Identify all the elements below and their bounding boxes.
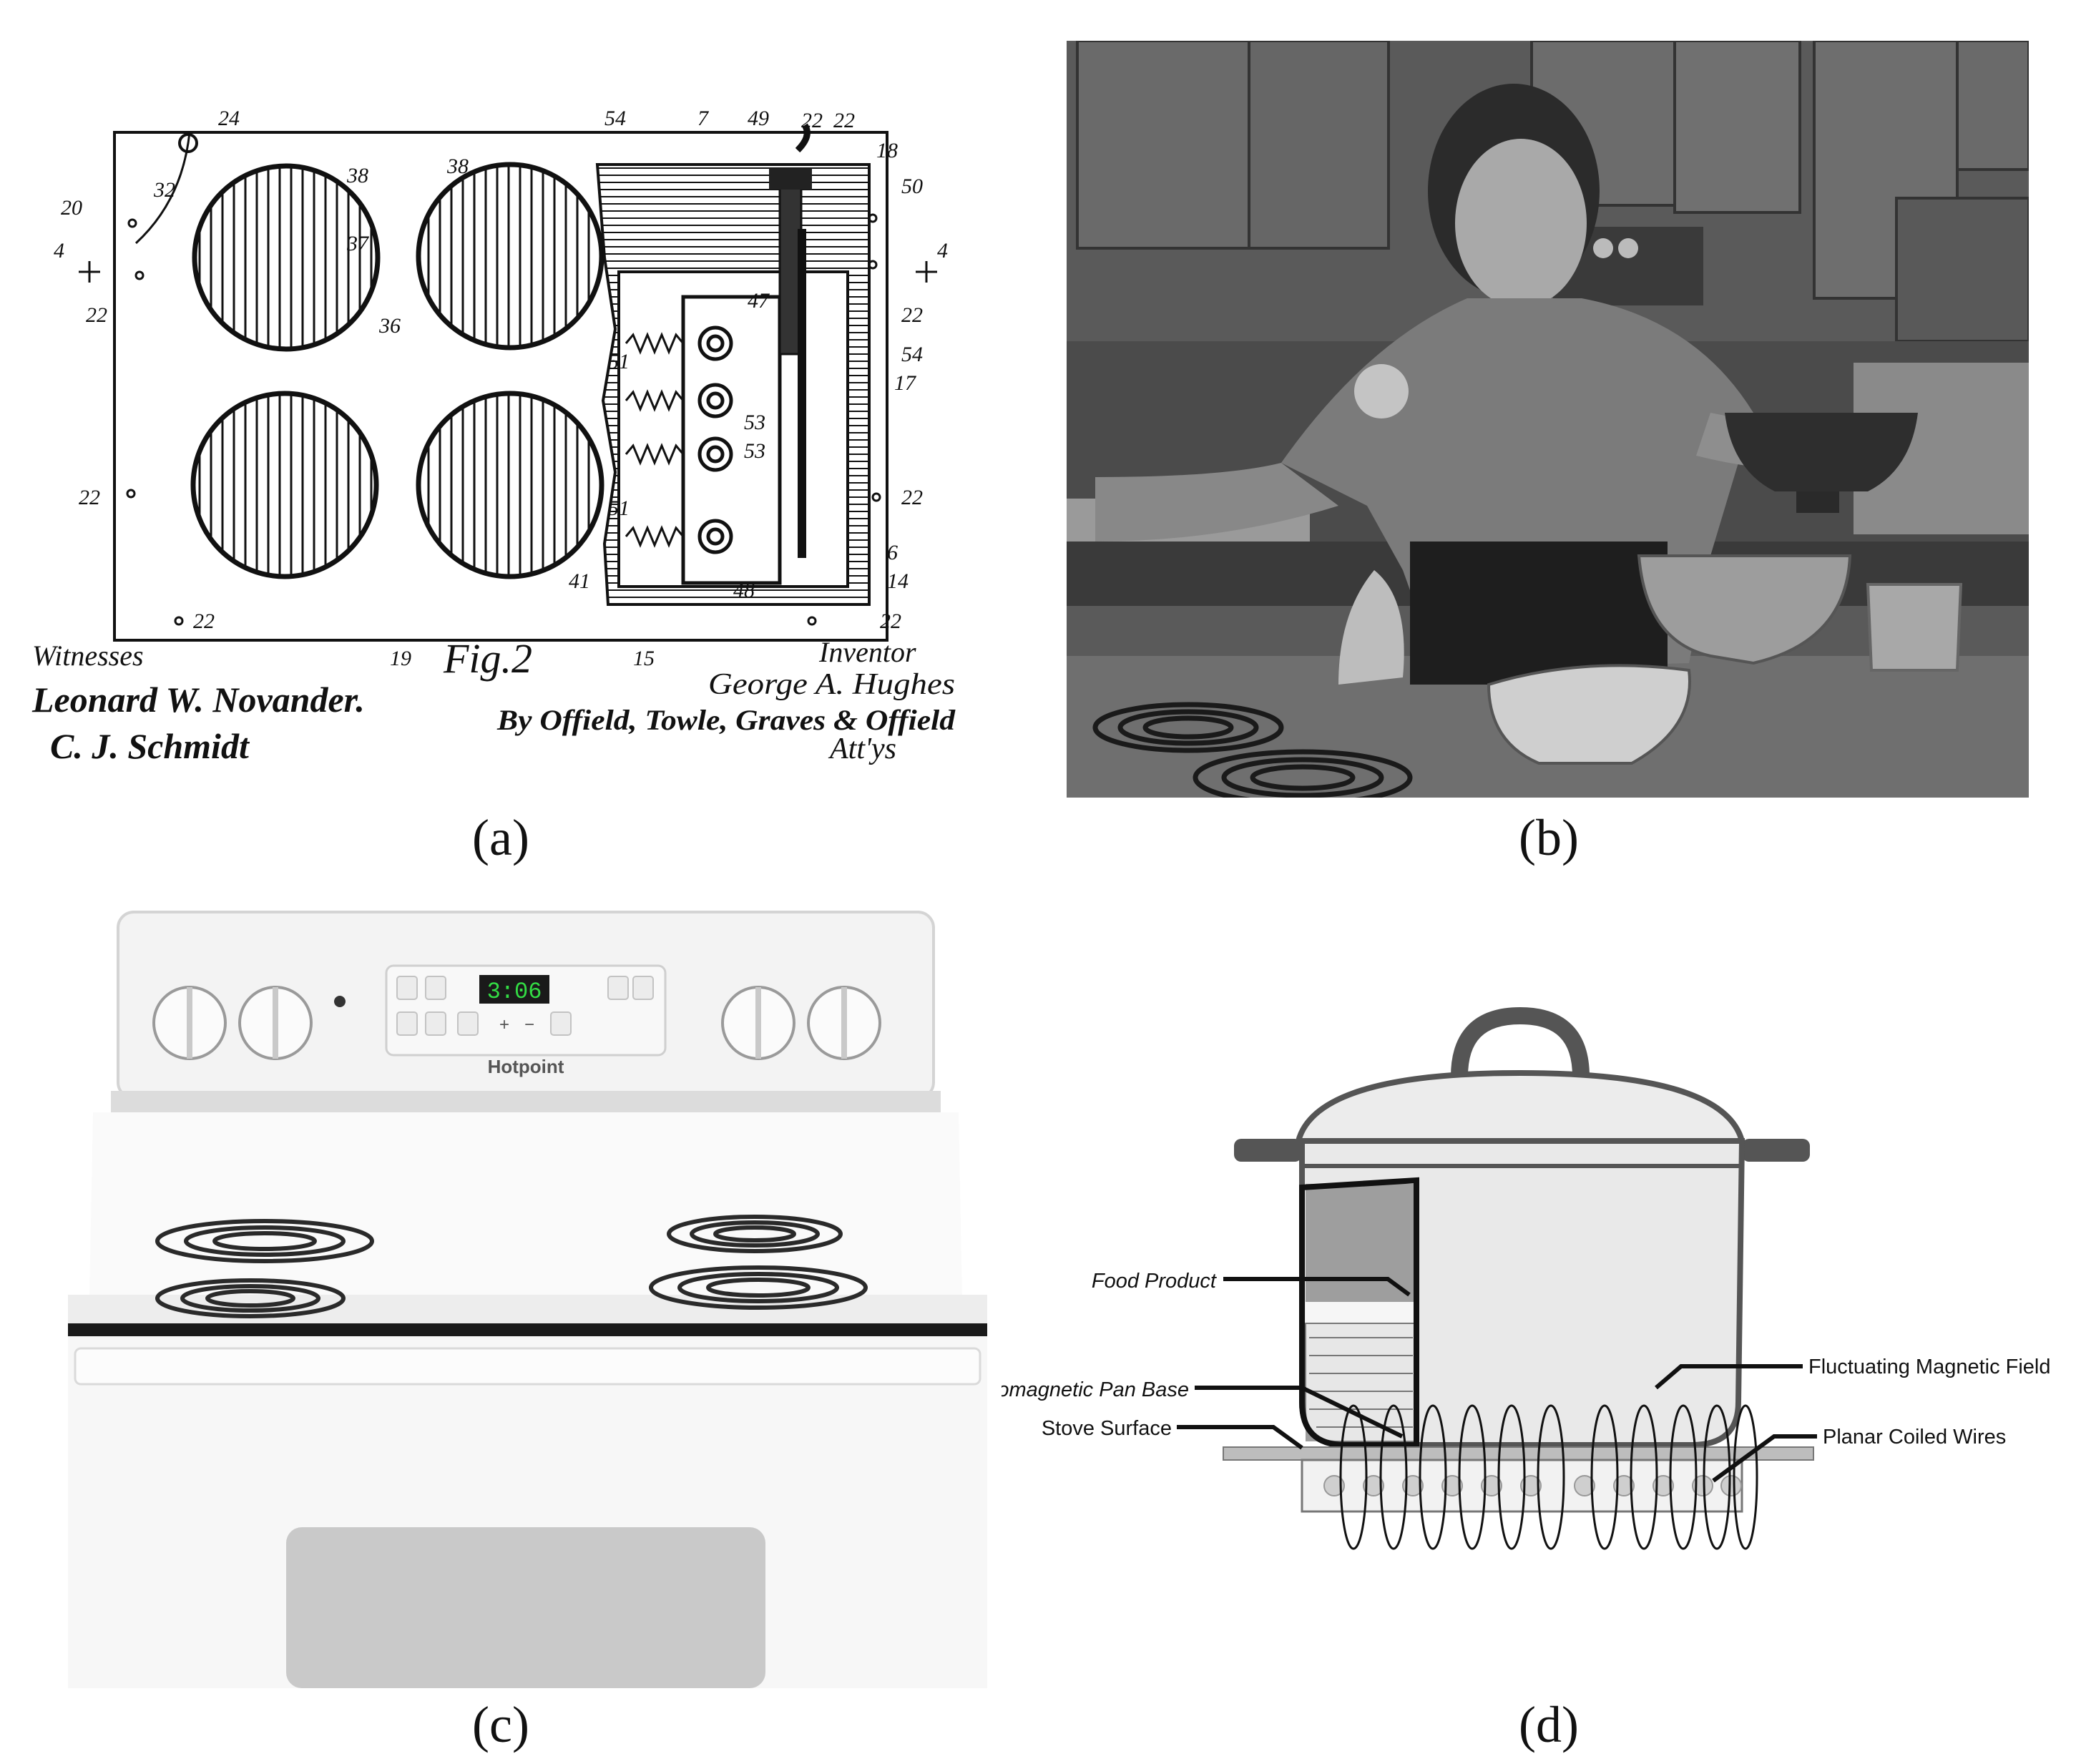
burner-top-right — [416, 162, 604, 351]
ref-numeral: 53 — [744, 439, 765, 463]
label-stove-surface: Stove Surface — [1042, 1417, 1172, 1440]
bolt-24 — [178, 133, 198, 153]
caption-a: (a) — [472, 809, 529, 866]
ref-numeral: 22 — [86, 303, 107, 327]
ref-numeral: 22 — [833, 109, 855, 132]
inventor-name: George A. Hughes — [708, 668, 955, 701]
induction-diagram: Food Product Ferromagnetic Pan Base Stov… — [1002, 1006, 2051, 1550]
ref-numeral: 22 — [880, 609, 901, 633]
ref-numeral: 36 — [378, 314, 401, 338]
clock-display-time: 3:06 — [487, 979, 542, 1005]
kitchen-photo-panel — [1067, 41, 2029, 798]
ref-numeral: 22 — [79, 486, 100, 509]
plus-button[interactable]: + — [499, 1015, 509, 1034]
caption-c: (c) — [472, 1696, 529, 1753]
ref-numeral: 20 — [61, 196, 82, 220]
witness-2-signature: C. J. Schmidt — [50, 726, 250, 766]
ref-numeral: 54 — [604, 107, 626, 130]
ref-numeral: 18 — [876, 139, 898, 162]
label-fluctuating-magnetic-field: Fluctuating Magnetic Field — [1808, 1356, 2051, 1378]
burner-top-left — [192, 163, 381, 352]
ref-numeral: 6 — [887, 541, 898, 564]
ref-numeral: 53 — [744, 411, 765, 434]
caption-d: (d) — [1519, 1696, 1579, 1753]
ref-numeral: 49 — [748, 107, 769, 130]
ref-numeral: 41 — [569, 569, 590, 593]
cutaway-section — [595, 123, 871, 606]
ref-numeral: 15 — [633, 647, 655, 670]
ref-numeral: 38 — [346, 164, 368, 187]
witnesses-label: Witnesses — [32, 640, 144, 672]
ref-numeral: 47 — [748, 289, 770, 313]
magnetic-field-loops — [1339, 1404, 1758, 1550]
control-knob[interactable] — [238, 986, 313, 1060]
electric-stove: 3:06 + − Hotpoint — [68, 911, 987, 1688]
kitchen-photo — [1067, 41, 2029, 798]
ref-numeral: 7 — [697, 107, 710, 130]
electric-stove-panel: 3:06 + − Hotpoint — [68, 898, 987, 1688]
ref-numeral: 24 — [218, 107, 240, 130]
stove-plate-outline — [113, 131, 888, 642]
brand-logo: Hotpoint — [488, 1056, 564, 1077]
ref-numeral: 14 — [887, 569, 909, 593]
label-food-product: Food Product — [1092, 1270, 1218, 1293]
ref-numeral: 4 — [54, 239, 64, 263]
ref-numeral: 48 — [733, 579, 755, 602]
coil-burner — [667, 1215, 843, 1253]
attys-label: Att'ys — [828, 732, 896, 765]
oven-window — [286, 1527, 765, 1688]
ref-numeral: 37 — [346, 232, 370, 255]
induction-diagram-panel: Food Product Ferromagnetic Pan Base Stov… — [1002, 959, 2075, 1602]
oven-control-module — [385, 964, 667, 1057]
inventor-label: Inventor — [818, 636, 916, 668]
patent-drawing: 24 20 32 38 38 37 36 4 4 22 22 22 22 22 … — [31, 107, 956, 766]
control-knob[interactable] — [721, 986, 795, 1060]
stove-surface — [1223, 1446, 1814, 1461]
control-knob[interactable] — [807, 986, 881, 1060]
patent-drawing-panel: 24 20 32 38 38 37 36 4 4 22 22 22 22 22 … — [11, 43, 994, 773]
witness-1-signature: Leonard W. Novander. — [31, 680, 365, 720]
burner-bottom-left — [190, 391, 379, 579]
attorneys-signature: By Offield, Towle, Graves & Offield — [496, 704, 956, 736]
ref-numeral: 22 — [193, 609, 215, 633]
oven-control-buttons[interactable] — [396, 976, 654, 1036]
label-ferromagnetic-pan-base: Ferromagnetic Pan Base — [1002, 1378, 1189, 1401]
ref-numeral: 17 — [894, 371, 917, 395]
ref-numeral: 51 — [608, 496, 630, 520]
coil-burner — [649, 1265, 868, 1310]
ref-numeral: 4 — [937, 239, 948, 263]
caption-b: (b) — [1519, 809, 1579, 866]
control-knob[interactable] — [152, 986, 227, 1060]
ref-numeral: 32 — [153, 178, 175, 202]
ref-numeral: 22 — [801, 109, 823, 132]
clock-display — [479, 975, 549, 1004]
ref-numeral: 38 — [446, 155, 469, 178]
corner-cutout — [134, 132, 191, 245]
ref-numeral: 50 — [901, 175, 923, 198]
ref-numeral: 19 — [390, 647, 411, 670]
coil-burner — [155, 1219, 374, 1263]
ref-numeral: 22 — [901, 303, 923, 327]
figure-label: Fig.2 — [443, 635, 532, 682]
minus-button[interactable]: − — [524, 1015, 534, 1034]
coil-burner — [155, 1278, 346, 1318]
label-planar-coiled-wires: Planar Coiled Wires — [1823, 1426, 2006, 1449]
burner-bottom-right — [416, 391, 604, 579]
ref-numeral: 51 — [608, 350, 630, 373]
indicator-light — [334, 996, 346, 1007]
ref-numeral: 22 — [901, 486, 923, 509]
ref-numeral: 54 — [901, 343, 923, 366]
